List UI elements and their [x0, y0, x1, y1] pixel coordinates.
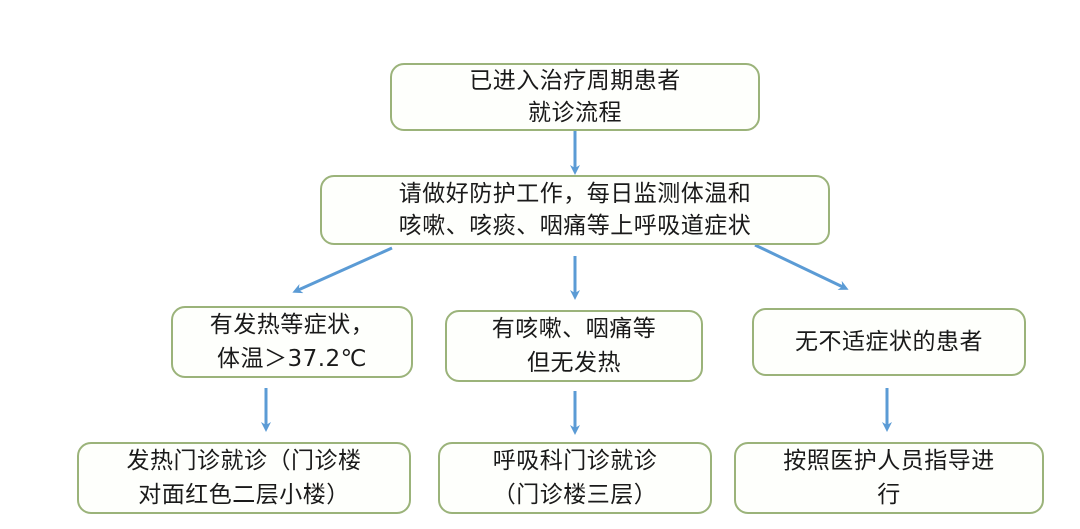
node-start: 已进入治疗周期患者 就诊流程: [390, 63, 760, 131]
node-instruction: 请做好防护工作，每日监测体温和 咳嗽、咳痰、咽痛等上呼吸道症状: [320, 175, 830, 245]
node-action-fever-clinic-line-2: 对面红色二层小楼）: [138, 482, 350, 508]
node-start-line-1: 已进入治疗周期患者: [469, 68, 681, 94]
arrow-instruction-to-fever: [292, 246, 393, 294]
node-instruction-line-2: 咳嗽、咳痰、咽痛等上呼吸道症状: [398, 213, 752, 239]
node-action-respiratory-clinic: 呼吸科门诊就诊 （门诊楼三层）: [438, 442, 712, 514]
node-condition-no-symptoms-line-1: 无不适症状的患者: [795, 329, 983, 355]
node-condition-cough-line-1: 有咳嗽、咽痛等: [491, 316, 657, 342]
node-condition-cough-line-2: 但无发热: [527, 350, 621, 376]
node-condition-cough: 有咳嗽、咽痛等 但无发热: [445, 310, 703, 382]
node-condition-fever-line-2: 体温＞37.2℃: [216, 346, 368, 372]
node-action-respiratory-clinic-line-2: （门诊楼三层）: [492, 482, 658, 508]
node-action-fever-clinic: 发热门诊就诊（门诊楼 对面红色二层小楼）: [77, 442, 411, 514]
node-instruction-line-1: 请做好防护工作，每日监测体温和: [398, 181, 752, 207]
node-action-follow-guidance-line-2: 行: [877, 482, 901, 508]
node-action-fever-clinic-line-1: 发热门诊就诊（门诊楼: [126, 448, 362, 474]
node-action-respiratory-clinic-line-1: 呼吸科门诊就诊: [492, 448, 658, 474]
node-condition-fever: 有发热等症状， 体温＞37.2℃: [171, 306, 413, 378]
node-action-follow-guidance: 按照医护人员指导进 行: [734, 442, 1044, 514]
node-start-line-2: 就诊流程: [528, 100, 622, 126]
node-condition-no-symptoms: 无不适症状的患者: [752, 308, 1026, 376]
arrow-instruction-to-no-symptoms: [754, 243, 849, 290]
node-condition-fever-line-1: 有发热等症状，: [209, 312, 375, 338]
node-action-follow-guidance-line-1: 按照医护人员指导进: [783, 448, 995, 474]
